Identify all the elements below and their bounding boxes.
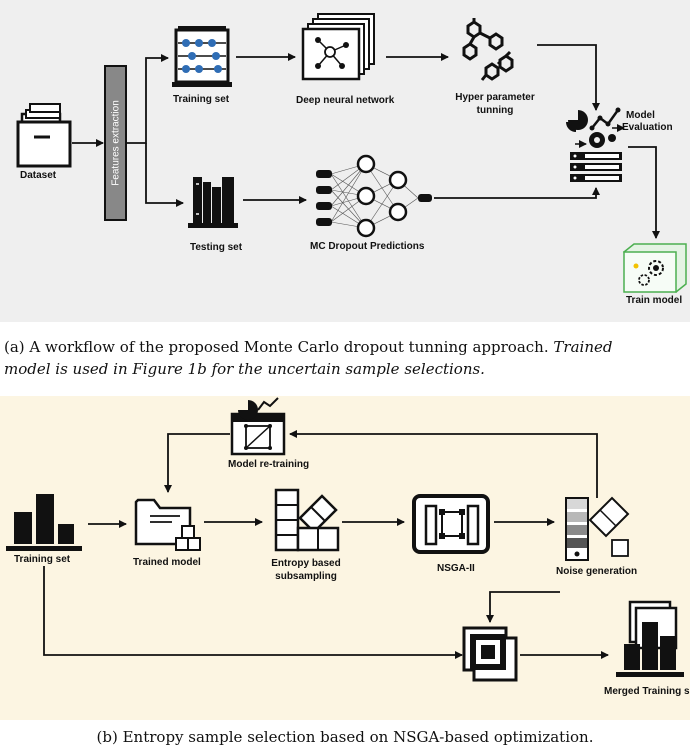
merge-icon (462, 626, 518, 682)
books-icon (188, 177, 238, 228)
dataset-icon (16, 103, 72, 168)
entropy-label-line1: Entropy based (271, 558, 341, 569)
arrow-noise-merge (486, 591, 560, 623)
noise-swatch-icon (565, 496, 630, 561)
trained-model-label: Trained model (133, 557, 201, 568)
nsga-icon (412, 494, 490, 554)
molecule-icon (462, 18, 514, 81)
mc-dropout-label: MC Dropout Predictions (310, 241, 425, 252)
entropy-swatch-icon (274, 488, 340, 552)
caption-a-italic-1: Trained (553, 338, 613, 356)
training-set-bars-icon (6, 494, 82, 551)
arrow-training-merge (43, 566, 463, 659)
caption-a: (a) A workflow of the proposed Monte Car… (4, 336, 688, 380)
arrow-mc-evaluation (434, 187, 600, 199)
mc-dropout-network-icon (316, 154, 432, 238)
merged-training-set-label: Merged Training set (604, 686, 690, 697)
model-evaluation-label-line2: Evaluation (622, 122, 673, 133)
entropy-label-line2: subsampling (275, 571, 337, 582)
folder-model-icon (134, 498, 201, 551)
noise-generation-label: Noise generation (556, 566, 638, 577)
caption-b: (b) Entropy sample selection based on NS… (96, 728, 594, 746)
evaluation-icon (566, 107, 625, 182)
train-model-label: Train model (626, 295, 683, 306)
arrow-retraining-trained (164, 433, 230, 493)
features-extraction-label: Features extraction (110, 100, 122, 186)
merged-training-set-icon (616, 600, 684, 677)
arrow-hyper-evaluation (537, 44, 600, 111)
arrow-evaluation-train (628, 146, 660, 239)
model-evaluation-label-line1: Model (626, 110, 655, 121)
deep-network-icon (301, 13, 375, 81)
hyper-parameter-label-line1: Hyper parameter (455, 92, 535, 103)
testing-set-label: Testing set (190, 242, 243, 253)
abacus-icon (172, 26, 232, 87)
nsga-label: NSGA-II (437, 563, 475, 574)
arrow-noise-retraining (289, 430, 598, 498)
arrow-features-testing (145, 143, 184, 207)
hyper-parameter-label-line2: tunning (476, 105, 514, 116)
model-retraining-label: Model re-training (228, 459, 310, 470)
dataset-label: Dataset (20, 170, 57, 181)
caption-a-prefix: (a) A workflow of the proposed Monte Car… (4, 338, 549, 356)
caption-a-italic-2: model is used in Figure 1b for the uncer… (4, 360, 485, 378)
deep-network-label: Deep neural network (296, 95, 395, 106)
train-model-icon (622, 243, 687, 293)
training-set-label: Training set (173, 94, 230, 105)
training-set-b-label: Training set (14, 554, 71, 565)
arrow-features-training (126, 54, 169, 144)
model-retraining-icon (230, 397, 286, 456)
